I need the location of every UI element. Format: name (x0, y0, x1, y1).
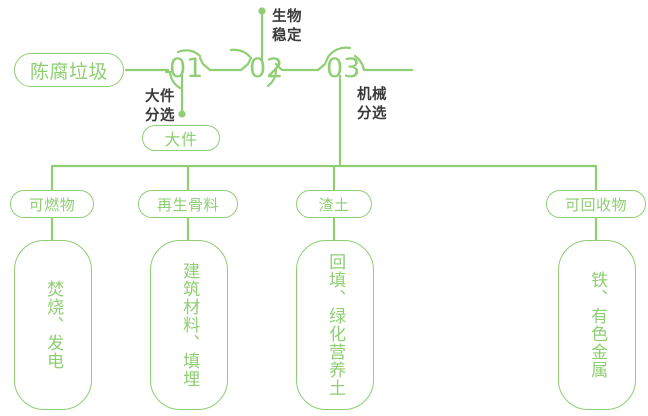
outcome-box-recyclables[interactable]: 铁、有色金属 (558, 240, 636, 410)
arc-02-top (229, 48, 253, 60)
annotation-bio-stabilisation: 生物 稳定 (272, 9, 302, 44)
category-pill-slag-soil[interactable]: 渣土 (296, 190, 372, 218)
dot-bio (258, 7, 266, 15)
annotation-mechanical-sorting: 机械 分选 (357, 87, 387, 122)
outcome-box-combustibles[interactable]: 焚烧、发电 (14, 240, 92, 410)
category-pill-combustibles[interactable]: 可燃物 (10, 190, 94, 218)
outcome-text-combustibles: 焚烧、发电 (43, 280, 64, 370)
category-pill-recycled-aggregate[interactable]: 再生骨料 (138, 190, 238, 218)
dot-bulky (178, 110, 186, 118)
bulky-output-node[interactable]: 大件 (142, 125, 220, 151)
stage-number-01[interactable]: 01 (169, 53, 204, 84)
outcome-text-recyclables: 铁、有色金属 (587, 271, 608, 379)
outcome-text-slag-soil: 回填、绿化营养土 (325, 253, 346, 397)
stage-number-03[interactable]: 03 (326, 53, 361, 84)
arc-01-bottom (164, 70, 182, 90)
outcome-box-recycled-aggregate[interactable]: 建筑材料、填埋 (150, 240, 228, 410)
category-pill-recyclables[interactable]: 可回收物 (546, 190, 646, 218)
arc-01-top (176, 49, 202, 58)
arc-03-top (326, 46, 352, 59)
source-node[interactable]: 陈腐垃圾 (14, 53, 124, 87)
annotation-bulky-sorting: 大件 分选 (145, 89, 175, 124)
wire-01-to-02 (198, 56, 253, 72)
outcome-text-recycled-aggregate: 建筑材料、填埋 (179, 262, 200, 388)
stage-number-02[interactable]: 02 (249, 53, 284, 84)
wire-02-to-03 (274, 55, 330, 72)
outcome-box-slag-soil[interactable]: 回填、绿化营养土 (296, 240, 374, 410)
arc-02-bottom (266, 68, 278, 88)
